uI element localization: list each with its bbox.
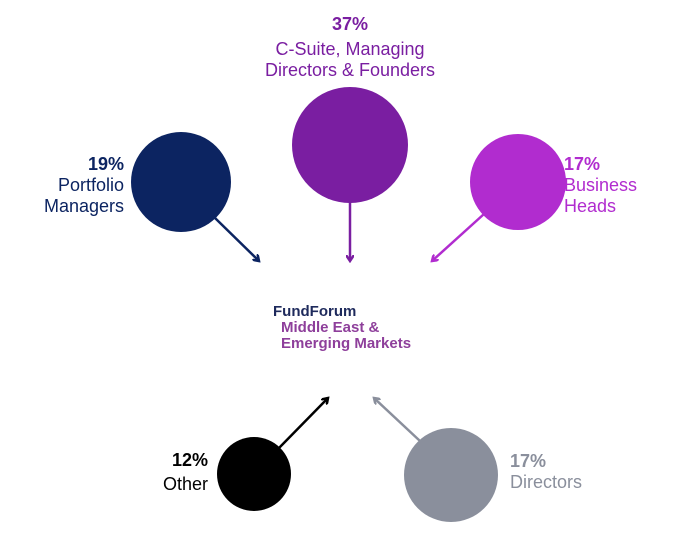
bubble-portfolio: [131, 132, 231, 232]
bubble-other: [217, 437, 291, 511]
logo-line: Middle East &: [281, 319, 380, 336]
bubble-directors: [404, 428, 498, 522]
arrow-directors: [374, 398, 421, 442]
logo-line: Emerging Markets: [281, 335, 412, 352]
arrow-business: [432, 213, 485, 261]
percent: 17%: [510, 451, 547, 471]
label-business: 17% Business Heads: [564, 154, 637, 217]
arrow-other: [277, 398, 328, 450]
label-line: C-Suite, Managing: [275, 39, 425, 59]
label-line: Directors & Founders: [264, 60, 436, 80]
percent: 37%: [331, 14, 369, 34]
arrow-portfolio: [214, 217, 259, 261]
percent: 17%: [564, 154, 601, 174]
label-line: Directors: [510, 472, 583, 492]
bubble-business: [470, 134, 566, 230]
logo-name: FundForum: [273, 303, 357, 320]
label-other: 12% Other: [120, 450, 208, 495]
label-line: Managers: [43, 196, 124, 216]
label-directors: 17% Directors: [510, 451, 582, 493]
percent: 12%: [171, 450, 208, 470]
label-line: Heads: [564, 196, 617, 216]
label-line: Other: [162, 474, 208, 494]
bubble-csuite: [292, 87, 408, 203]
label-csuite: 37% C-Suite, Managing Directors & Founde…: [230, 14, 470, 81]
fundforum-logo: FundForum Middle East & Emerging Markets: [273, 304, 411, 352]
label-line: Portfolio: [57, 175, 124, 195]
label-portfolio: 19% Portfolio Managers: [20, 154, 124, 217]
percent: 19%: [87, 154, 124, 174]
label-line: Business: [564, 175, 638, 195]
